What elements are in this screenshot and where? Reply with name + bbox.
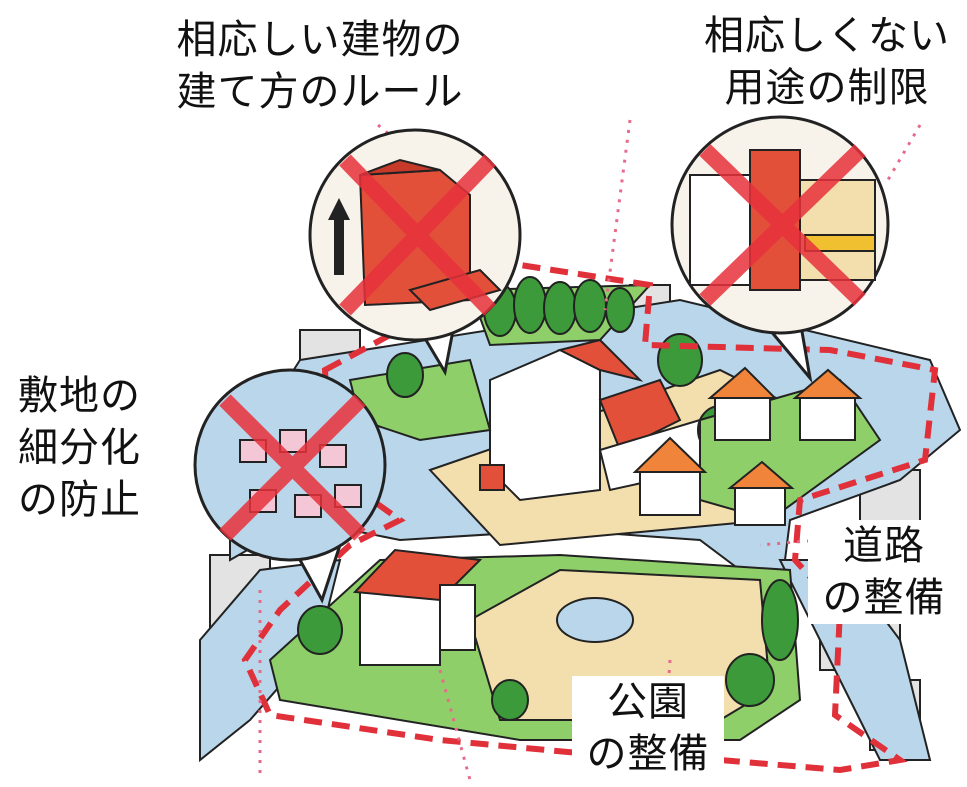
use-restriction-label: 相応しくない 用途の制限 <box>692 10 962 114</box>
park-line-2: の整備 <box>586 731 710 777</box>
subdivision-line-1: 敷地の <box>18 373 141 419</box>
use-restriction-bubble <box>670 115 890 384</box>
right-houses <box>632 366 882 526</box>
district-boundary <box>241 261 939 774</box>
building-rules-bubble <box>308 128 522 377</box>
park-line-1: 公園 <box>607 679 689 725</box>
subdivision-bubble <box>193 368 387 604</box>
building-rules-label: 相応しい建物の 建て方のルール <box>150 14 490 118</box>
subdivision-line-2: 細分化 <box>18 425 141 471</box>
road-label: 道路 の整備 <box>808 520 960 624</box>
cross-out-icon <box>699 144 866 306</box>
building-rules-line-1: 相応しい建物の <box>176 17 464 63</box>
park-label: 公園 の整備 <box>572 676 724 780</box>
road-line-2: の整備 <box>822 575 946 621</box>
arrow-up-icon <box>328 198 350 275</box>
cross-out-icon <box>339 154 496 316</box>
use-restriction-line-1: 相応しくない <box>704 13 950 59</box>
road-line-1: 道路 <box>843 523 925 569</box>
subdivision-label: 敷地の 細分化 の防止 <box>18 370 178 526</box>
building-rules-line-2: 建て方のルール <box>176 69 464 115</box>
use-restriction-line-2: 用途の制限 <box>724 65 930 111</box>
cross-out-icon <box>219 394 366 541</box>
subdivision-line-3: の防止 <box>18 477 141 523</box>
